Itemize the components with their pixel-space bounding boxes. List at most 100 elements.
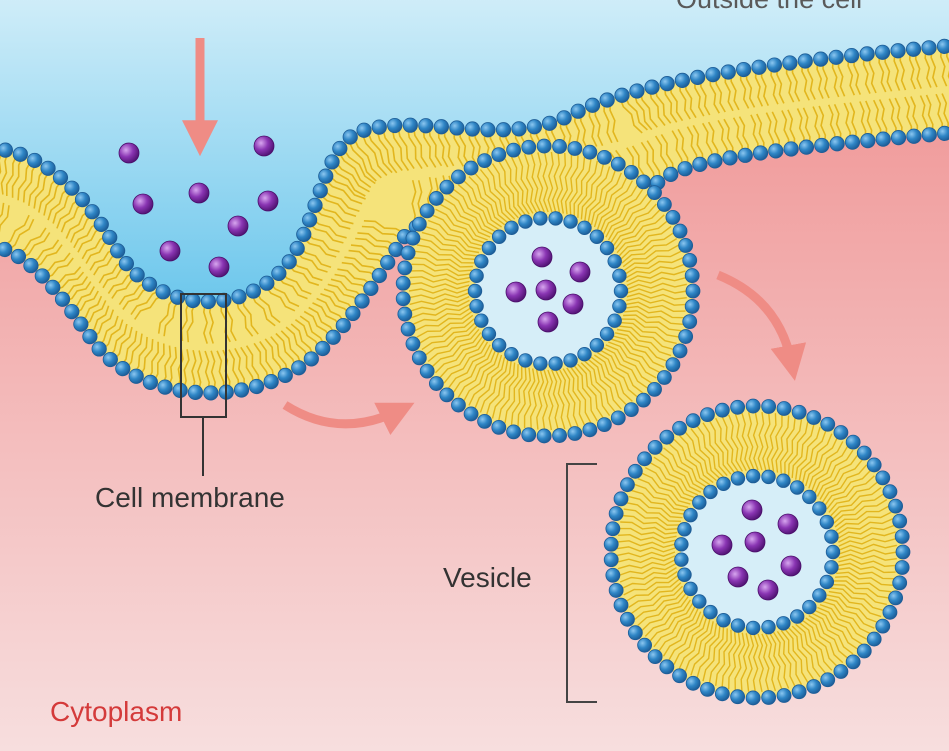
lipid-head	[752, 145, 769, 161]
lipid-head	[790, 480, 805, 495]
lipid-head	[761, 619, 776, 635]
lipid-head	[613, 283, 629, 299]
lipid-head	[477, 414, 492, 429]
lipid-head	[722, 150, 738, 166]
lipid-head	[814, 137, 830, 154]
lipid-head	[45, 279, 61, 295]
release-arrow	[716, 270, 807, 381]
lipid-head	[233, 382, 250, 398]
lipid-head	[874, 44, 891, 60]
lipid-head	[882, 604, 898, 620]
lipid-head	[859, 46, 875, 62]
lipid-head	[411, 216, 427, 232]
lipid-head	[102, 351, 118, 368]
lipid-head	[678, 238, 694, 253]
lipid-head	[371, 267, 387, 284]
lipid-head	[0, 142, 13, 158]
lipid-head	[819, 514, 835, 530]
lipid-head	[610, 156, 626, 172]
lipid-head	[64, 180, 80, 196]
lipid-head	[303, 351, 319, 367]
lipid-head	[596, 417, 612, 432]
lipid-head	[548, 356, 563, 371]
lipid-head	[511, 121, 527, 137]
lipid-head	[656, 370, 672, 385]
vesicle-bracket	[566, 463, 597, 703]
lipid-head	[552, 139, 567, 154]
lipid-head	[613, 491, 629, 507]
lipid-head	[856, 643, 872, 659]
lipid-head	[395, 291, 411, 307]
lipid-head	[363, 280, 379, 296]
lipid-head	[888, 590, 904, 606]
lipid-head	[894, 560, 910, 575]
lipid-head	[518, 214, 533, 229]
lipid-head	[892, 513, 908, 529]
lipid-head	[829, 136, 845, 152]
lipid-head	[400, 245, 416, 261]
lipid-head	[819, 574, 835, 590]
lipid-head	[833, 664, 849, 679]
lipid-head	[142, 374, 158, 390]
lipid-head	[844, 134, 861, 150]
lipid-head	[603, 552, 619, 568]
lipid-head	[157, 379, 173, 395]
lipid-head	[73, 316, 89, 332]
lipid-head	[845, 654, 861, 670]
lipid-head	[745, 398, 761, 414]
lipid-head	[141, 276, 158, 292]
pinch-off-arrow	[282, 401, 415, 435]
lipid-head	[439, 387, 455, 403]
lipid-head	[613, 597, 629, 613]
lipid-head	[766, 57, 783, 73]
lipid-head	[700, 407, 715, 423]
lipid-head	[469, 298, 484, 314]
lipid-head	[589, 338, 605, 353]
lipid-head	[312, 183, 328, 199]
lipid-head	[463, 160, 479, 176]
lipid-head	[672, 343, 688, 359]
lipid-head	[677, 567, 692, 582]
lipid-head	[118, 256, 135, 272]
lipid-head	[685, 413, 701, 429]
lipid-head	[866, 631, 882, 647]
lipid-head	[736, 61, 752, 78]
lipid-head	[504, 347, 519, 362]
lipid-head	[469, 268, 484, 284]
lipid-head	[707, 153, 723, 169]
lipid-head	[761, 399, 777, 414]
lipid-head	[419, 203, 435, 219]
vesicle-lipid-tails	[408, 151, 688, 431]
lipid-head	[506, 424, 521, 440]
lipid-head	[82, 329, 98, 345]
lipid-head	[74, 191, 91, 208]
lipid-head	[656, 197, 672, 212]
lipid-head	[730, 399, 746, 415]
lipid-head	[612, 268, 627, 284]
lipid-head	[291, 360, 307, 376]
lipid-head	[536, 428, 552, 444]
lipid-head	[248, 378, 265, 395]
cargo-molecule	[569, 261, 591, 283]
lipid-head	[567, 426, 583, 441]
lipid-head	[115, 361, 131, 377]
lipid-head	[674, 552, 689, 567]
lipid-head	[449, 120, 465, 136]
lipid-head	[603, 536, 619, 552]
lipid-head	[659, 429, 675, 445]
lipid-head	[64, 303, 80, 320]
lipid-head	[552, 428, 567, 443]
lipid-head	[629, 83, 645, 99]
lipid-head	[892, 575, 908, 591]
lipid-head	[812, 588, 827, 603]
lipid-head	[356, 122, 372, 138]
lipid-head	[906, 128, 922, 144]
lipid-head	[791, 684, 807, 700]
lipid-head	[10, 248, 27, 265]
lipid-head	[806, 410, 822, 425]
lipid-head	[419, 363, 435, 379]
lipid-head	[296, 226, 312, 242]
lipid-head	[806, 679, 822, 694]
lipid-head	[342, 129, 358, 145]
